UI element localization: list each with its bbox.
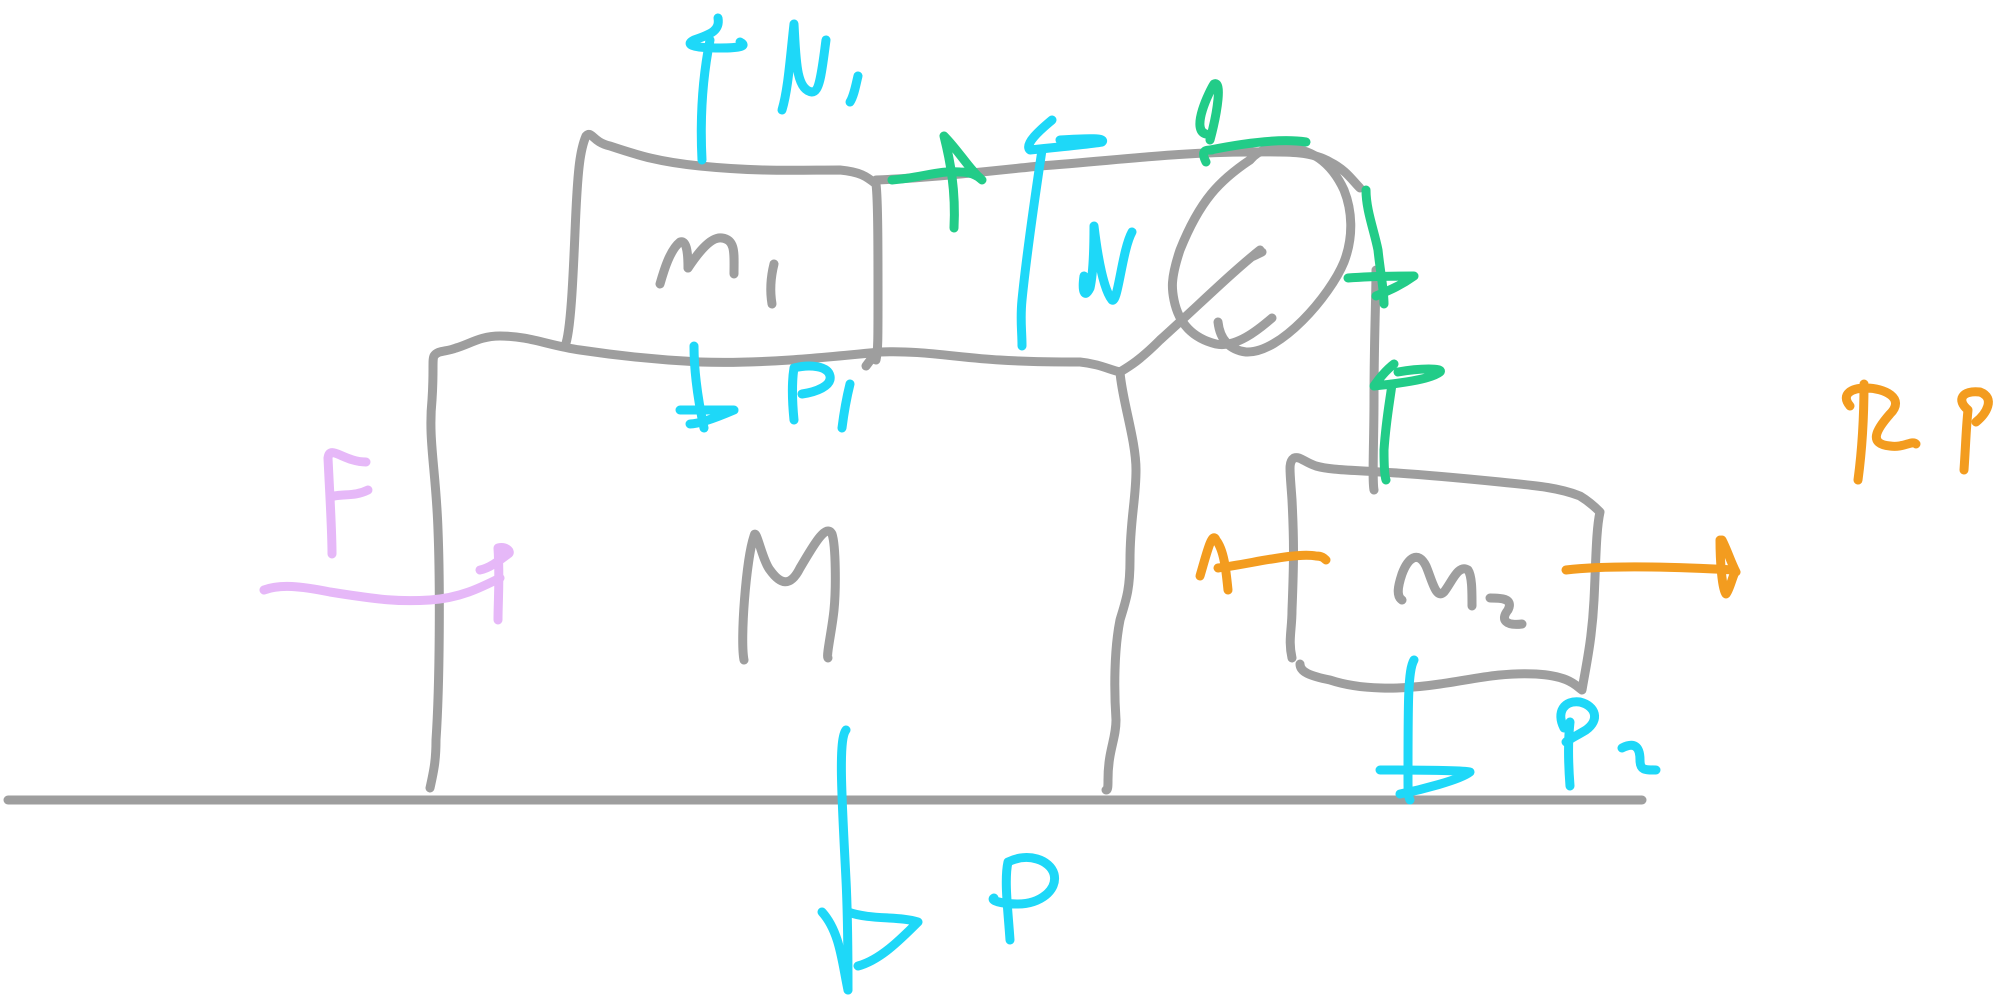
label-M: M [790,599,791,601]
label-P-glyph [988,853,1059,945]
label-ma: ma [1900,419,1902,421]
label-P2: P₂ [1600,739,1602,741]
block-m2-outline [1285,453,1605,695]
arrow-P2-line [1403,655,1419,805]
arrow-ma-head [1715,535,1741,599]
arrow-W-head [1024,115,1108,155]
rope-diagonal [1115,245,1267,377]
arrow-P1-head [675,405,739,429]
rope-top [871,147,1365,193]
label-P1: P₁ [810,399,812,401]
arrow-A [1195,533,1233,595]
block-m1-edge [861,353,877,371]
label-ma-glyph [1841,379,1993,485]
label-P: P [1030,879,1031,881]
label-F: F [340,509,341,511]
arrow-T-m2 [1379,379,1397,485]
label-m1-glyph [655,233,779,309]
arrow-P-head [817,907,923,995]
label-M-glyph [738,526,840,665]
label-P2-glyph [1556,697,1661,791]
arrow-T-right-head [1343,271,1419,301]
pulley-right [1213,143,1356,357]
arrow-P [836,725,853,995]
arrow-F [259,573,505,606]
arrow-N1 [696,35,715,165]
arrow-ma [1561,562,1739,575]
label-F-glyph [323,448,373,559]
label-m2-glyph [1393,552,1527,629]
arrow-T-left-head [939,131,985,233]
block-m1-outline [560,129,883,365]
label-N1-glyph [777,19,863,115]
arrow-P2-head [1375,765,1475,799]
block-M-outline [425,331,1141,795]
arrow-T-top [1205,136,1311,155]
label-m1: m₁ [700,279,702,281]
label-P1-glyph [788,361,855,433]
arrow-T-m2-head [1369,359,1445,391]
arrow-A-shaft [1213,550,1331,573]
arrow-F-head [475,543,514,625]
label-m2: m₂ [1460,599,1462,601]
arrow-N1-head [685,13,748,53]
arrow-T-top-head [1195,79,1223,167]
arrow-W-line [1016,145,1047,351]
label-W-glyph [1078,221,1137,305]
